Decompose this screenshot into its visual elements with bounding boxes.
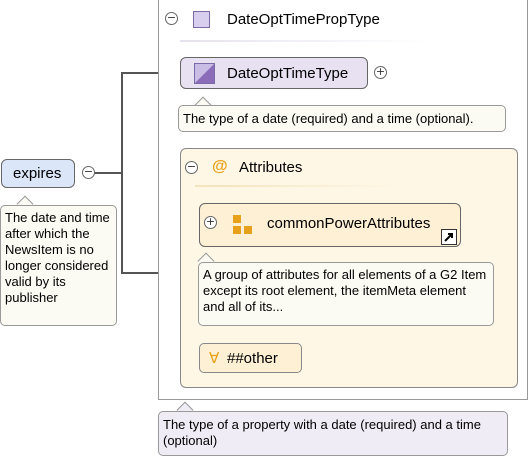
extension-expand-toggle[interactable]: + (374, 65, 387, 79)
complex-type-description: The type of a property with a date (requ… (158, 411, 508, 456)
complex-type-icon (193, 11, 210, 28)
attribute-group-node[interactable] (199, 203, 461, 247)
any-attribute-label: ##other (227, 350, 278, 367)
attributes-title: Attributes (239, 159, 303, 176)
attributes-at-icon: @ (212, 158, 228, 175)
element-collapse-toggle[interactable]: − (82, 165, 95, 179)
attribute-group-icon (233, 215, 252, 234)
attribute-group-description: A group of attributes for all elements o… (198, 262, 494, 326)
complex-type-header-rule (180, 40, 428, 42)
element-description: The date and time after which the NewsIt… (0, 205, 117, 326)
attribute-group-name: commonPowerAttributes (267, 215, 431, 232)
extension-description: The type of a date (required) and a time… (178, 105, 506, 132)
element-node-expires[interactable] (1, 159, 75, 188)
any-attribute-icon: ∀ (209, 349, 220, 367)
any-attribute-node[interactable] (199, 343, 302, 373)
complex-type-name: DateOptTimePropType (227, 11, 380, 28)
extension-type-name: DateOptTimeType (227, 65, 349, 82)
attributes-header-rule (195, 185, 405, 187)
complex-type-collapse-toggle[interactable]: − (165, 11, 178, 25)
extension-type-icon (194, 63, 215, 84)
attributes-collapse-toggle[interactable]: − (185, 160, 198, 174)
element-name: expires (13, 165, 62, 182)
attribute-group-expand-toggle[interactable]: + (204, 215, 217, 229)
external-link-icon[interactable] (441, 229, 457, 245)
